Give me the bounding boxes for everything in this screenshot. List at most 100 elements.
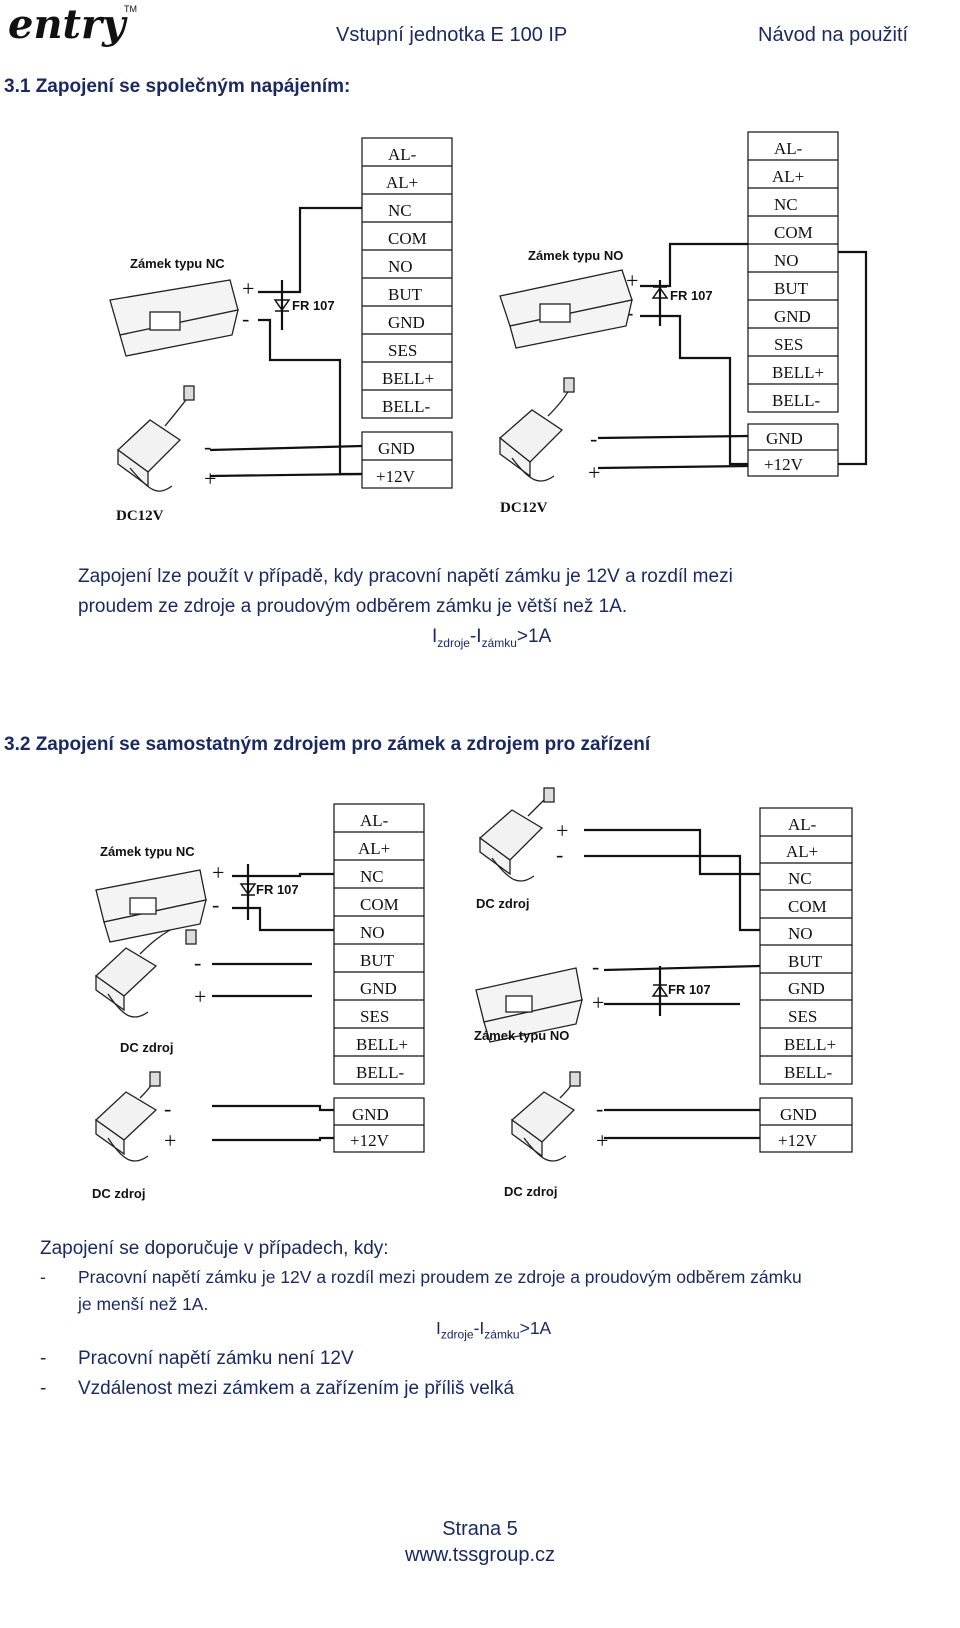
power-supply-icon — [116, 385, 195, 492]
terminal-label: GND — [788, 979, 825, 998]
terminal-label: BUT — [360, 951, 395, 970]
terminal-block-left — [333, 803, 425, 1153]
terminal-label: AL- — [788, 815, 817, 834]
power-supply-icon — [94, 1071, 161, 1162]
minus-sign: - — [164, 1096, 171, 1121]
power-supply-icon — [510, 1071, 581, 1162]
terminal-label: SES — [774, 335, 803, 354]
footer-url[interactable]: www.tssgroup.cz — [404, 1544, 556, 1566]
power-supply-icon — [94, 929, 197, 1018]
terminal-label: BELL+ — [772, 363, 824, 382]
terminal-label: BELL- — [382, 397, 430, 416]
terminal-block-right — [747, 131, 839, 477]
bullet-item: - Pracovní napětí zámku je 12V a rozdíl … — [40, 1264, 940, 1318]
terminal-label: COM — [788, 897, 827, 916]
terminal-label: BELL- — [784, 1063, 832, 1082]
logo-text: entry — [8, 1, 128, 48]
lock-no-drawing — [499, 269, 633, 349]
section1-formula: Izdroje-Izámku>1A — [432, 626, 552, 650]
terminal-label: BELL+ — [784, 1035, 836, 1054]
page-number: Strana 5 — [442, 1518, 518, 1540]
diode-label: FR 107 — [256, 882, 299, 897]
bullet3-text: Vzdálenost mezi zámkem a zařízením je př… — [78, 1378, 515, 1399]
lock-no-label: Zámek typu NO — [474, 1028, 569, 1043]
plus-sign: + — [194, 984, 206, 1009]
plus-sign: + — [626, 268, 638, 293]
wiring-diagram-common-power: AL- AL+ NC COM NO BUT GND SES BELL+ BELL… — [109, 131, 868, 524]
terminal-label: BUT — [774, 279, 809, 298]
bullet-dash: - — [40, 1267, 46, 1287]
dc-zdroj-label: DC zdroj — [476, 896, 529, 911]
terminal-label: NO — [388, 257, 413, 276]
dc12v-label: DC12V — [500, 500, 548, 516]
terminal-label: SES — [360, 1007, 389, 1026]
terminal-label: AL- — [774, 139, 803, 158]
terminal-label: NO — [774, 251, 799, 270]
plus-sign: + — [596, 1128, 608, 1153]
terminal-label: NO — [360, 923, 385, 942]
terminal-label: NC — [788, 869, 812, 888]
logo-tm: TM — [124, 4, 137, 14]
diode-label: FR 107 — [292, 298, 335, 313]
dc-zdroj-label: DC zdroj — [504, 1184, 557, 1199]
dc-zdroj-label: DC zdroj — [92, 1186, 145, 1201]
lock-nc-drawing — [95, 869, 207, 943]
plus-sign: + — [556, 818, 568, 843]
section2-formula: Izdroje-Izámku>1A — [436, 1318, 552, 1342]
terminal-label: BUT — [388, 285, 423, 304]
dc-zdroj-label: DC zdroj — [120, 1040, 173, 1055]
minus-sign: - — [242, 306, 249, 331]
plus-sign: + — [212, 860, 224, 885]
plus-sign: + — [588, 460, 600, 485]
terminal-label: AL- — [360, 811, 389, 830]
terminal-label: GND — [774, 307, 811, 326]
plus-sign: + — [204, 466, 216, 491]
terminal-label: COM — [388, 229, 427, 248]
terminal-label: AL+ — [386, 173, 418, 192]
terminal-label: +12V — [376, 467, 416, 486]
terminal-label: BELL+ — [356, 1035, 408, 1054]
bullet-dash: - — [40, 1348, 47, 1369]
terminal-label: COM — [360, 895, 399, 914]
section1-para-line1: Zapojení lze použít v případě, kdy praco… — [78, 566, 733, 587]
terminal-label: +12V — [350, 1131, 390, 1150]
terminal-label: SES — [388, 341, 417, 360]
terminal-label: BELL- — [772, 391, 820, 410]
diode-label: FR 107 — [668, 982, 711, 997]
terminal-label: NC — [388, 201, 412, 220]
terminal-label: AL+ — [786, 842, 818, 861]
terminal-label: BELL+ — [382, 369, 434, 388]
terminal-label: NC — [774, 195, 798, 214]
terminal-label: NC — [360, 867, 384, 886]
section2-intro: Zapojení se doporučuje v případech, kdy: — [40, 1238, 389, 1259]
terminal-label: BUT — [788, 952, 823, 971]
minus-sign: - — [194, 950, 201, 975]
plus-sign: + — [592, 990, 604, 1015]
section1-para-line2: proudem ze zdroje a proudovým odběrem zá… — [78, 596, 628, 617]
diode-label: FR 107 — [670, 288, 713, 303]
power-supply-icon — [498, 377, 575, 482]
terminal-block-left — [361, 137, 453, 489]
bullet1-line1: Pracovní napětí zámku je 12V a rozdíl me… — [78, 1267, 802, 1287]
lock-nc-label: Zámek typu NC — [130, 256, 225, 271]
lock-no-drawing — [475, 967, 583, 1043]
lock-no-label: Zámek typu NO — [528, 248, 623, 263]
terminal-label: NO — [788, 924, 813, 943]
terminal-label: GND — [780, 1105, 817, 1124]
terminal-label: +12V — [764, 455, 804, 474]
lock-nc-drawing — [109, 279, 239, 357]
plus-sign: + — [242, 276, 254, 301]
wiring-diagram-separate-power: AL- AL+ NC COM NO BUT GND SES BELL+ BELL… — [92, 787, 853, 1201]
bullet1-line2: je menší než 1A. — [78, 1294, 209, 1314]
lock-nc-label: Zámek typu NC — [100, 844, 195, 859]
section1-heading: 3.1 Zapojení se společným napájením: — [4, 76, 351, 97]
minus-sign: - — [596, 1096, 603, 1121]
bullet-list: - Pracovní napětí zámku je 12V a rozdíl … — [40, 1264, 940, 1318]
terminal-label: GND — [766, 429, 803, 448]
terminal-label: +12V — [778, 1131, 818, 1150]
plus-sign: + — [164, 1128, 176, 1153]
minus-sign: - — [590, 426, 597, 451]
terminal-label: AL+ — [772, 167, 804, 186]
minus-sign: - — [204, 434, 211, 459]
diode-symbol — [273, 299, 291, 312]
